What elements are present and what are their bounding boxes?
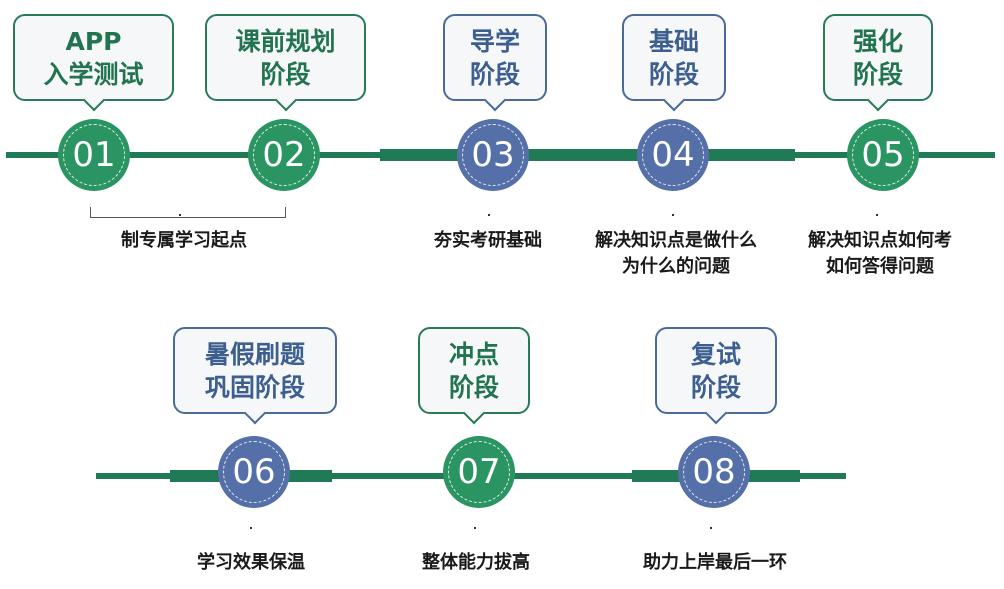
timeline-line <box>800 473 846 479</box>
timeline-line <box>380 149 795 161</box>
group-bracket <box>90 207 286 218</box>
desc-dot <box>488 214 490 216</box>
stage-03-callout: 导学 阶段 <box>443 14 547 112</box>
stage-05-callout: 强化 阶段 <box>823 14 933 112</box>
stage-05-node: 05 <box>847 119 919 191</box>
stage-07-callout: 冲点 阶段 <box>418 327 530 425</box>
stage-06-callout: 暑假刷题 巩固阶段 <box>173 327 337 425</box>
desc-dot <box>474 527 476 529</box>
stage-01-callout: APP 入学测试 <box>13 14 174 112</box>
stage-02-node: 02 <box>248 119 320 191</box>
timeline-line <box>96 473 170 479</box>
stage-01-title: APP 入学测试 <box>43 26 144 89</box>
desc-dot <box>672 214 674 216</box>
stage-01-node: 01 <box>58 119 130 191</box>
group-desc: 制专属学习起点 <box>121 230 247 251</box>
stage-07-title: 冲点 阶段 <box>448 339 499 402</box>
stage-03-title: 导学 阶段 <box>469 26 520 89</box>
stage-06-title: 暑假刷题 巩固阶段 <box>204 339 305 402</box>
bracket-dot <box>179 214 181 216</box>
stage-07-node: 07 <box>443 436 515 508</box>
stage-04-desc: 解决知识点是做什么 为什么的问题 <box>595 230 757 277</box>
stage-08-title: 复试 阶段 <box>690 339 741 402</box>
stage-03-node: 03 <box>457 119 529 191</box>
stage-02-callout: 课前规划 阶段 <box>205 14 366 112</box>
stage-06-node: 06 <box>218 436 290 508</box>
stage-08-desc: 助力上岸最后一环 <box>643 552 787 573</box>
stage-04-callout: 基础 阶段 <box>622 14 726 112</box>
stage-04-node: 04 <box>637 119 709 191</box>
stage-05-desc: 解决知识点如何考 如何答得问题 <box>808 230 952 277</box>
desc-dot <box>876 214 878 216</box>
desc-dot <box>250 527 252 529</box>
stage-04-title: 基础 阶段 <box>648 26 699 89</box>
stage-05-title: 强化 阶段 <box>852 26 903 89</box>
stage-08-callout: 复试 阶段 <box>655 327 777 425</box>
stage-06-desc: 学习效果保温 <box>197 552 305 573</box>
stage-08-node: 08 <box>678 436 750 508</box>
stage-03-desc: 夯实考研基础 <box>434 230 542 251</box>
stage-07-desc: 整体能力拔高 <box>422 552 530 573</box>
timeline-line <box>6 152 380 158</box>
stage-02-title: 课前规划 阶段 <box>235 26 336 89</box>
desc-dot <box>710 527 712 529</box>
